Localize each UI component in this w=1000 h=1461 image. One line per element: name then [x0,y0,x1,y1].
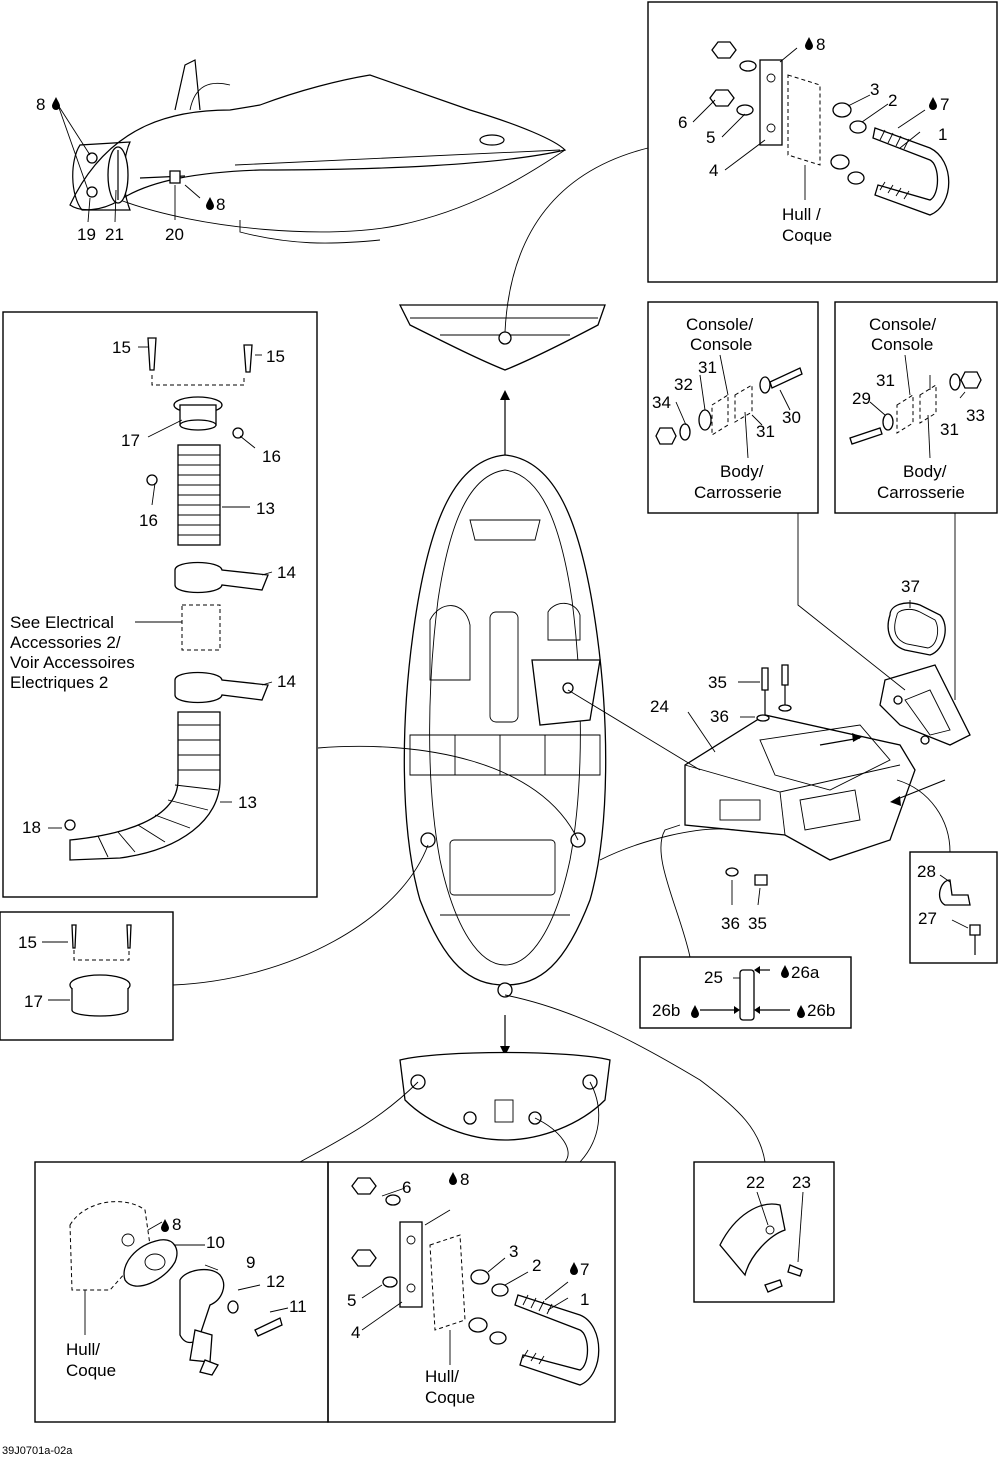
body-label-left: Body/ Carrosserie [694,462,782,502]
label-16: 16 [139,511,158,530]
label-26b: 26b [807,1001,835,1020]
boat-side-view [57,59,567,244]
label-24: 24 [650,697,669,716]
label-5: 5 [706,128,715,147]
label-4: 4 [351,1323,360,1342]
label-28: 28 [917,862,936,881]
label-31: 31 [698,358,717,377]
vent-hose-panel [2,311,318,898]
label-15: 15 [266,347,285,366]
label-36: 36 [710,707,729,726]
label-5: 5 [347,1291,356,1310]
label-2: 2 [888,91,897,110]
hull-coque-label: Hull/ Coque [425,1367,475,1407]
drawing-reference: 39J0701a-02a [2,1445,73,1457]
console-panel-right [834,301,998,514]
label-20: 20 [165,225,184,244]
label-36: 36 [721,914,740,933]
label-22: 22 [746,1173,765,1192]
label-26b: 26b [652,1001,680,1020]
hull-coque-label: Hull / Coque [782,205,832,245]
label-17: 17 [24,992,43,1011]
label-9: 9 [246,1253,255,1272]
label-8: 8 [172,1215,181,1234]
label-14: 14 [277,672,296,691]
leader-lines [172,147,956,1163]
label-12: 12 [266,1272,285,1291]
label-31: 31 [940,420,959,439]
tube-panel [639,956,852,1029]
hose-upper [177,444,221,546]
label-23: 23 [792,1173,811,1192]
label-16: 16 [262,447,281,466]
cap-panel [693,1161,835,1303]
label-10: 10 [206,1233,225,1252]
label-30: 30 [782,408,801,427]
u-bolt-assembly-bottom [351,1177,600,1386]
label-27: 27 [918,909,937,928]
clamp-assembly [938,874,981,955]
label-14: 14 [277,563,296,582]
console-assembly-left [655,354,803,459]
see-electrical-note: See Electrical Accessories 2/ Voir Acces… [10,613,139,692]
part-labels: 8 19 21 20 8 8 3 2 7 6 5 1 4 Hull / Coqu… [2,35,985,1457]
label-2: 2 [532,1256,541,1275]
label-3: 3 [870,80,879,99]
label-18: 18 [22,818,41,837]
clamp-panel [909,851,998,964]
label-3: 3 [509,1242,518,1261]
label-15: 15 [112,338,131,357]
label-21: 21 [105,225,124,244]
label-32: 32 [674,375,693,394]
label-1: 1 [580,1290,589,1309]
u-bolt-assembly-top [692,41,950,216]
glove-box-assembly [684,600,971,906]
label-17: 17 [121,431,140,450]
label-33: 33 [966,406,985,425]
tube-assembly [700,966,790,1021]
console-panel-left [647,301,819,514]
bow-top-view [398,304,606,455]
label-1: 1 [938,125,947,144]
label-8: 8 [460,1170,469,1189]
label-13: 13 [238,793,257,812]
label-19: 19 [77,225,96,244]
hull-coque-label: Hull/ Coque [66,1340,116,1380]
body-label-right: Body/ Carrosserie [877,462,965,502]
label-4: 4 [709,161,718,180]
vent-cover-panel [0,911,174,1041]
label-31: 31 [756,422,775,441]
vent-cover-assembly [42,924,132,1017]
u-bolt-panel-bottom [327,1161,616,1423]
label-35: 35 [748,914,767,933]
label-15: 15 [18,933,37,952]
console-assembly-right [849,354,982,459]
label-35: 35 [708,673,727,692]
label-11: 11 [289,1297,307,1316]
label-25: 25 [704,968,723,987]
label-34: 34 [652,393,671,412]
drain-plug-assembly [69,1201,289,1376]
hose-lower [69,711,221,861]
console-label-left: Console/ Console [686,315,758,354]
label-7: 7 [580,1260,589,1279]
stern-view [399,1051,611,1141]
label-37: 37 [901,577,920,596]
label-31: 31 [876,371,895,390]
label-8: 8 [36,95,45,114]
label-6: 6 [402,1178,411,1197]
label-6: 6 [678,113,687,132]
label-7: 7 [940,95,949,114]
watercraft-body-top-view [403,454,607,1056]
label-8: 8 [816,35,825,54]
u-bolt-panel-top [647,1,998,283]
label-8: 8 [216,195,225,214]
label-26a: 26a [791,963,820,982]
label-13: 13 [256,499,275,518]
vent-hose-assembly [48,337,273,861]
label-29: 29 [852,389,871,408]
console-label-right: Console/ Console [869,315,941,354]
cap-assembly [719,1191,804,1293]
